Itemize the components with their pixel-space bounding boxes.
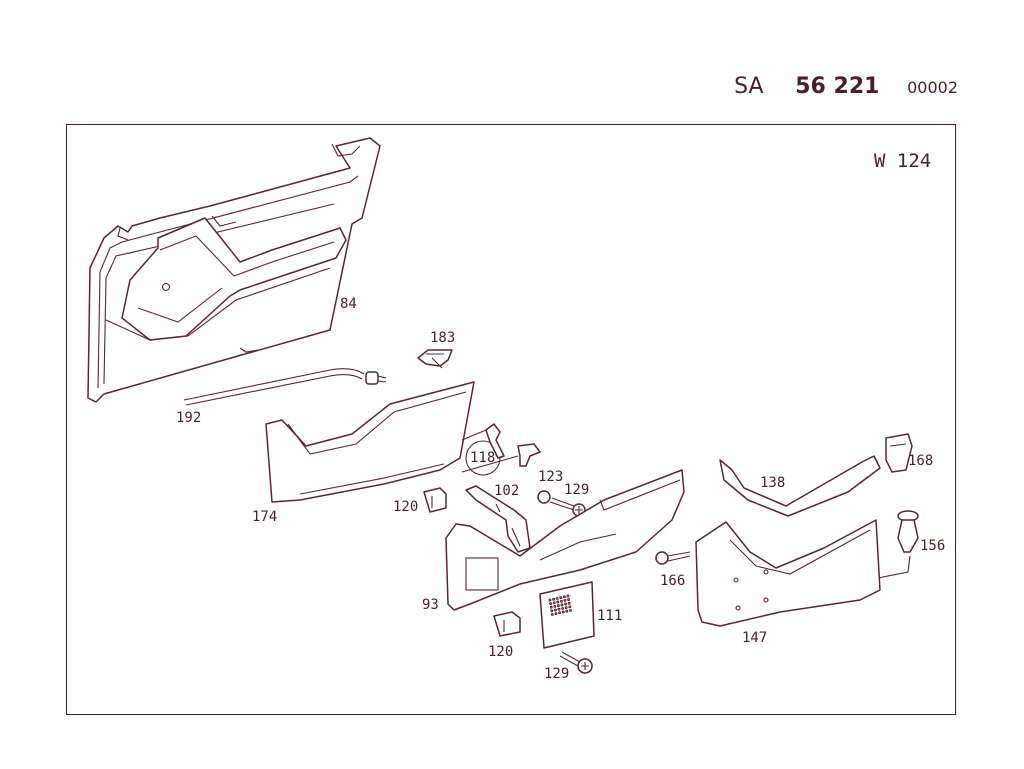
- part-label-111: 111: [597, 608, 622, 624]
- drawing-number: 56 221: [795, 74, 880, 99]
- drawing-sheet: 00002: [907, 78, 958, 97]
- grille-dot: [567, 598, 571, 602]
- part-label-123: 123: [538, 469, 563, 485]
- screw-129-upper-illustration: [549, 497, 586, 517]
- part-label-138: 138: [760, 475, 785, 491]
- part-label-192: 192: [176, 410, 201, 426]
- fastener-118-illustration: [461, 423, 541, 476]
- grille-dot: [561, 606, 565, 610]
- screw-129-lower-illustration: [559, 651, 593, 674]
- drawing-prefix: SA: [734, 74, 764, 99]
- grille-dot: [550, 612, 554, 616]
- part-label-93: 93: [422, 597, 439, 613]
- bracket-102-illustration: [465, 485, 531, 553]
- grille-dot: [552, 597, 556, 601]
- grille-dot: [556, 600, 560, 604]
- rear-panel-147-illustration: [695, 519, 881, 627]
- grille-dot: [560, 603, 564, 607]
- part-label-147: 147: [742, 630, 767, 646]
- speaker-grille-111-illustration: [539, 581, 595, 649]
- grille-dot: [554, 612, 558, 616]
- grille-dot: [561, 610, 565, 614]
- plug-123-illustration: [537, 490, 551, 504]
- part-label-120-lower: 120: [488, 644, 513, 660]
- part-label-156: 156: [920, 538, 945, 554]
- part-label-166: 166: [660, 573, 685, 589]
- part-label-129-lower: 129: [544, 666, 569, 682]
- grille-dot: [558, 611, 562, 615]
- grille-dot: [564, 602, 568, 606]
- part-label-129-upper: 129: [564, 482, 589, 498]
- grille-dot: [563, 598, 567, 602]
- part-label-183: 183: [430, 330, 455, 346]
- clip-168-illustration: [885, 433, 913, 473]
- lower-door-panel-illustration: [265, 381, 475, 503]
- grille-dot: [565, 609, 569, 613]
- grille-dot: [548, 598, 552, 602]
- armrest-panel-93-illustration: [445, 469, 685, 611]
- grille-dot: [553, 608, 557, 612]
- model-designation: W 124: [874, 150, 932, 172]
- clip-183-illustration: [417, 349, 453, 369]
- part-label-84: 84: [340, 296, 357, 312]
- cable-illustration: [183, 368, 387, 406]
- grille-dot: [552, 601, 556, 605]
- part-label-174: 174: [252, 509, 277, 525]
- grille-dot: [566, 594, 570, 598]
- trim-strip-138-illustration: [719, 455, 881, 517]
- push-pin-156-illustration: [877, 510, 919, 579]
- part-label-168: 168: [908, 453, 933, 469]
- grille-dot: [559, 599, 563, 603]
- grille-dot: [549, 602, 553, 606]
- grille-dot: [567, 601, 571, 605]
- grille-dot: [550, 609, 554, 613]
- grille-dot: [553, 604, 557, 608]
- part-label-118: 118: [470, 450, 495, 466]
- grille-dot: [568, 605, 572, 609]
- drawing-header: SA 56 221 00002: [734, 74, 958, 99]
- part-label-120-upper: 120: [393, 499, 418, 515]
- screw-166-illustration: [655, 551, 691, 565]
- grille-dot: [556, 604, 560, 608]
- part-label-102: 102: [494, 483, 519, 499]
- clip-120-upper-illustration: [423, 487, 447, 513]
- grille-dot: [555, 596, 559, 600]
- clip-120-lower-illustration: [493, 611, 521, 637]
- grille-dot: [559, 596, 563, 600]
- grille-dot: [557, 607, 561, 611]
- grille-dot: [549, 605, 553, 609]
- grille-dot: [568, 608, 572, 612]
- door-panel-illustration: [87, 137, 381, 403]
- grille-dot: [562, 595, 566, 599]
- grille-dot: [564, 606, 568, 610]
- drawing-frame: [66, 124, 956, 715]
